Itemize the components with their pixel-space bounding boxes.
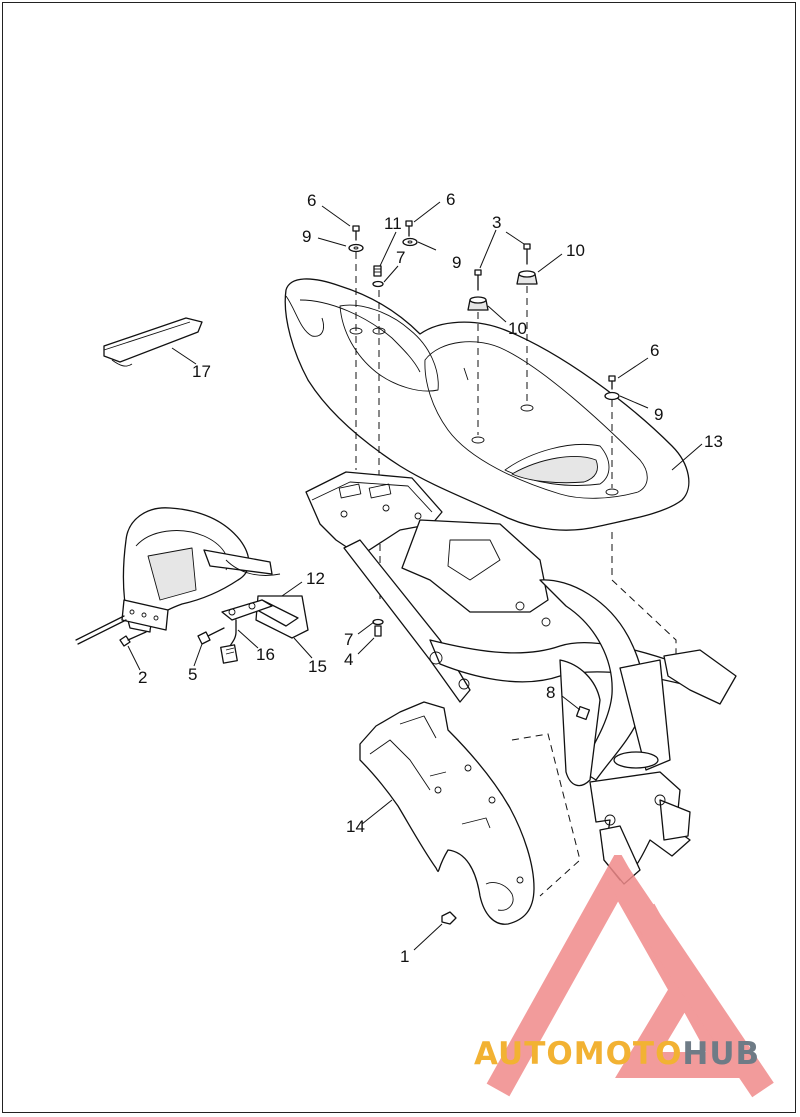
callout-8: 8 [546, 683, 555, 702]
callout-1: 1 [400, 947, 409, 966]
rear-fender [359, 701, 535, 925]
brand-part-auto: AUTO [474, 1036, 574, 1072]
callout-9-middle: 9 [452, 253, 461, 272]
callout-2: 2 [138, 668, 147, 687]
callout-15: 15 [308, 657, 327, 676]
tail-light-assembly [75, 507, 281, 647]
callout-17: 17 [192, 362, 211, 381]
seat [284, 278, 690, 531]
callout-10-upper: 10 [566, 241, 585, 260]
callout-12: 12 [306, 569, 325, 588]
callout-4: 4 [344, 650, 353, 669]
callout-13: 13 [704, 432, 723, 451]
seat-pad [103, 317, 203, 367]
callout-5: 5 [188, 665, 197, 684]
callout-16: 16 [256, 645, 275, 664]
callout-7-lower: 7 [344, 630, 353, 649]
callout-9-left: 9 [302, 227, 311, 246]
brand-part-hub: HUB [682, 1036, 761, 1072]
leader-lines [127, 201, 703, 951]
automotohub-logo-icon [486, 855, 774, 1098]
callout-6-upper-middle: 6 [446, 190, 455, 209]
license-bracket [220, 595, 309, 664]
callout-3: 3 [492, 213, 501, 232]
brand-wordmark: AUTOMOTOHUB [474, 1036, 760, 1072]
callout-14: 14 [346, 817, 365, 836]
callout-6-right: 6 [650, 341, 659, 360]
callout-10-lower: 10 [508, 319, 527, 338]
callout-9-right: 9 [654, 405, 663, 424]
callout-7-upper: 7 [396, 248, 405, 267]
callout-6-upper-left: 6 [307, 191, 316, 210]
callout-11: 11 [384, 214, 402, 233]
brand-part-moto: MOTO [573, 1036, 683, 1072]
rear-frame [305, 471, 737, 885]
seat-hardware [348, 220, 620, 401]
callout-labels: 6 11 6 3 10 9 7 9 10 17 6 9 13 12 2 5 16… [138, 190, 723, 966]
